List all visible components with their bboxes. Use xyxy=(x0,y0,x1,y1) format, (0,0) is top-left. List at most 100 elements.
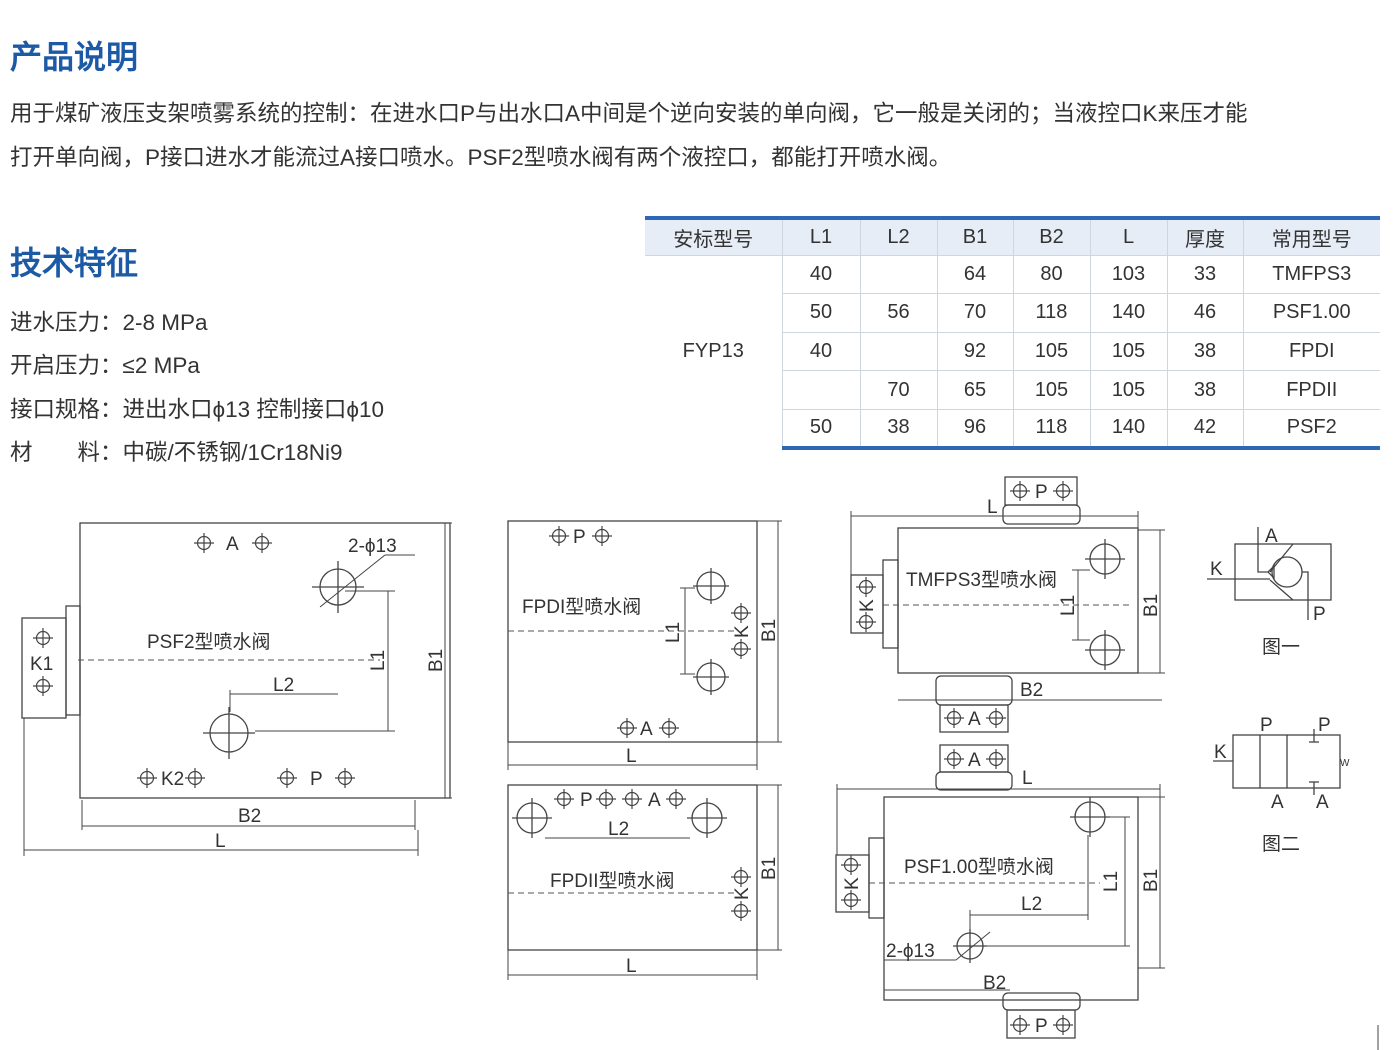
table-cell: 38 xyxy=(859,408,937,450)
tmfps3-port-p-label: P xyxy=(1035,482,1048,503)
header-cell: L2 xyxy=(859,216,937,255)
figure-1-symbol: A K P 图一 xyxy=(1207,526,1332,658)
table-cell: 92 xyxy=(936,331,1013,371)
fig2-port-a1-label: A xyxy=(1271,792,1284,813)
fig1-port-k-label: K xyxy=(1210,559,1223,580)
model-group-cell: FYP13 xyxy=(645,254,782,448)
table-cell: 42 xyxy=(1166,408,1243,450)
features-title: 技术特征 xyxy=(10,245,139,281)
fpdii-l2-label: L2 xyxy=(608,819,629,840)
fpdi-port-p-label: P xyxy=(573,527,586,548)
table-cell: PSF2 xyxy=(1242,408,1380,450)
header-cell: B1 xyxy=(936,216,1013,255)
psf100-hole-label: 2-ϕ13 xyxy=(886,941,935,962)
fpdii-port-p-label: P xyxy=(580,790,593,811)
fpdi-port-a-label: A xyxy=(640,719,653,740)
figure-2-symbol: P P K A A W 图二 xyxy=(1213,715,1350,855)
tmfps3-l-label: L xyxy=(987,497,998,518)
fig1-caption: 图一 xyxy=(1262,637,1300,658)
fig1-port-a-label: A xyxy=(1265,526,1278,547)
table-cell: 105 xyxy=(1089,370,1167,410)
fig2-port-k-label: K xyxy=(1214,742,1227,763)
fpdi-drawing: P A FPDI型喷水阀 K L1 B1 L xyxy=(507,520,782,770)
tmfps3-port-k-label: K xyxy=(857,599,878,612)
fpdii-drawing: P A L2 FPDII型喷水阀 K B1 L xyxy=(507,784,782,980)
header-cell: 常用型号 xyxy=(1242,216,1380,255)
table-cell: 140 xyxy=(1089,293,1167,333)
psf2-name-label: PSF2型喷水阀 xyxy=(147,631,271,653)
fpdi-l1-label: L1 xyxy=(663,622,684,643)
tmfps3-b2-label: B2 xyxy=(1020,680,1043,701)
fig2-port-p1-label: P xyxy=(1260,715,1273,736)
psf100-b1-label: B1 xyxy=(1141,869,1162,892)
tmfps3-port-a-label: A xyxy=(968,709,981,730)
fig1-port-p-label: P xyxy=(1313,604,1326,625)
psf2-drawing: A 2-ϕ13 PSF2型喷水阀 K1 K2 P L2 L1 B1 B2 L xyxy=(21,522,452,856)
fpdi-b1-label: B1 xyxy=(759,619,780,642)
table-cell: 64 xyxy=(936,254,1013,294)
table-cell xyxy=(781,370,860,410)
psf100-l2-label: L2 xyxy=(1021,894,1042,915)
table-cell: 46 xyxy=(1166,293,1243,333)
table-cell: 50 xyxy=(781,408,860,450)
table-cell: 118 xyxy=(1012,408,1090,450)
spec-opening-pressure: 开启压力：≤2 MPa xyxy=(10,353,200,378)
table-cell: 38 xyxy=(1166,331,1243,371)
table-header-row: 安标型号 L1 L2 B1 B2 L 厚度 常用型号 xyxy=(645,216,1380,255)
description-line-1: 用于煤矿液压支架喷雾系统的控制：在进水口P与出水口A中间是个逆向安装的单向阀，它… xyxy=(10,101,1248,126)
psf100-port-a-label: A xyxy=(968,750,981,771)
fpdi-name-label: FPDI型喷水阀 xyxy=(522,596,641,618)
header-cell: B2 xyxy=(1012,216,1090,255)
fpdi-l-label: L xyxy=(626,746,637,767)
psf2-b1-label: B1 xyxy=(426,649,447,672)
table-cell: 56 xyxy=(859,293,937,333)
table-cell: 65 xyxy=(936,370,1013,410)
table-cell: 70 xyxy=(859,370,937,410)
table-cell: 105 xyxy=(1012,331,1090,371)
fig2-spring-icon: W xyxy=(1340,758,1350,769)
spec-inlet-pressure: 进水压力：2-8 MPa xyxy=(10,310,208,335)
psf2-hole-label: 2-ϕ13 xyxy=(348,536,397,557)
table-cell: FPDI xyxy=(1242,331,1380,371)
table-cell: TMFPS3 xyxy=(1242,254,1380,294)
header-cell: 厚度 xyxy=(1166,216,1243,255)
table-cell: PSF1.00 xyxy=(1242,293,1380,333)
table-cell: 103 xyxy=(1089,254,1167,294)
psf100-l-label: L xyxy=(1022,768,1033,789)
table-cell: 33 xyxy=(1166,254,1243,294)
table-cell: 140 xyxy=(1089,408,1167,450)
fpdii-name-label: FPDII型喷水阀 xyxy=(550,870,675,892)
psf2-l-label: L xyxy=(215,831,226,852)
psf100-port-p-label: P xyxy=(1035,1016,1048,1037)
psf2-b2-label: B2 xyxy=(238,806,261,827)
fpdi-port-k-label: K xyxy=(732,625,753,638)
psf100-b2-label: B2 xyxy=(983,973,1006,994)
psf100-l1-label: L1 xyxy=(1101,871,1122,892)
spec-material: 材 料：中碳/不锈钢/1Cr18Ni9 xyxy=(10,440,343,465)
description-title: 产品说明 xyxy=(10,39,139,75)
psf100-drawing: A P L PSF1.00型喷水阀 K L1 L2 B1 2-ϕ13 B2 xyxy=(835,744,1165,1039)
table-cell: 40 xyxy=(781,254,860,294)
fig2-caption: 图二 xyxy=(1262,834,1300,855)
fpdii-port-k-label: K xyxy=(732,887,753,900)
psf2-port-k2-label: K2 xyxy=(161,769,184,790)
table-cell: 96 xyxy=(936,408,1013,450)
table-cell xyxy=(859,254,937,294)
fig2-port-p2-label: P xyxy=(1318,715,1331,736)
table-cell: 38 xyxy=(1166,370,1243,410)
fpdii-port-a-label: A xyxy=(648,790,661,811)
psf2-port-a-label: A xyxy=(226,534,239,555)
psf2-l2-label: L2 xyxy=(273,675,294,696)
table-cell xyxy=(859,331,937,371)
psf2-port-p-label: P xyxy=(310,769,323,790)
tmfps3-l1-label: L1 xyxy=(1058,595,1079,616)
tmfps3-drawing: P A L TMFPS3型喷水阀 K L1 B1 B2 xyxy=(850,476,1165,733)
psf2-port-k1-label: K1 xyxy=(30,654,53,675)
table-cell: 105 xyxy=(1089,331,1167,371)
header-cell: 安标型号 xyxy=(645,216,782,255)
description-line-2: 打开单向阀，P接口进水才能流过A接口喷水。PSF2型喷水阀有两个液控口，都能打开… xyxy=(10,145,952,170)
